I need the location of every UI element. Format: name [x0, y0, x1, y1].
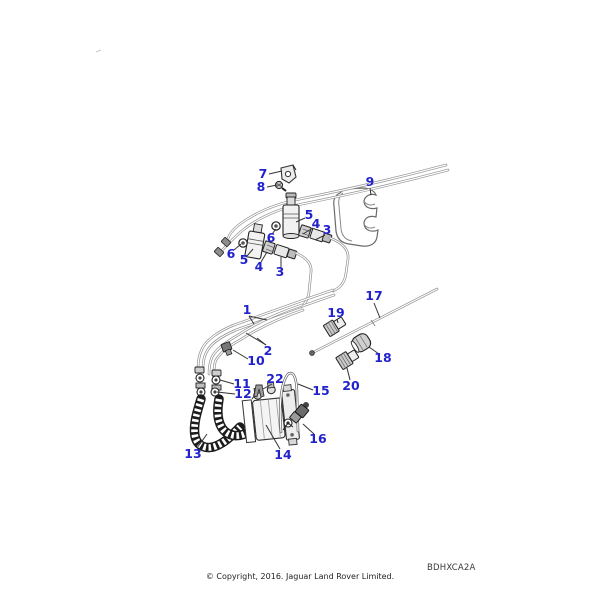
- part-loop-pipe: [278, 371, 300, 434]
- callout-sensor-fitting[interactable]: 16: [309, 430, 327, 446]
- callout-union-upper[interactable]: 3: [322, 221, 332, 237]
- leader-line-valve-upper: [295, 217, 306, 223]
- leader-line-washer-upper: [271, 228, 277, 235]
- leader-line-washer-lower: [233, 243, 242, 251]
- leader-line-nut-upper: [302, 227, 314, 235]
- callout-nut-lower[interactable]: 4: [254, 258, 264, 274]
- part-cap-nut: [350, 333, 372, 353]
- part-bracket: [280, 164, 297, 184]
- part-retainer-clip: [251, 384, 265, 400]
- part-plug-20: [335, 349, 360, 370]
- callout-valve-lower[interactable]: 5: [239, 251, 249, 267]
- leader-line-bracket: [268, 170, 283, 175]
- leader-line-mount-bracket: [265, 424, 281, 450]
- callout-shield-cover[interactable]: 9: [365, 173, 375, 189]
- drawing-code: BDHXCA2A: [427, 563, 476, 573]
- part-pipe-bundle: [196, 288, 336, 379]
- callout-bolt[interactable]: 8: [256, 178, 266, 194]
- leader-line-loop-pipe: [297, 383, 314, 391]
- part-plug-19: [323, 316, 347, 337]
- pipe-end-tip: [221, 237, 231, 247]
- leader-line-hoses: [196, 433, 208, 449]
- part-union-row-lower: [262, 240, 298, 260]
- scan-artifact: [95, 49, 102, 53]
- leader-line-bolt: [266, 184, 278, 188]
- callout-hoses[interactable]: 13: [184, 445, 202, 461]
- leader-line-washer-11: [219, 379, 235, 385]
- callout-bracket[interactable]: 7: [258, 165, 268, 181]
- leader-line-pipe-upper-pair: [248, 315, 268, 321]
- leader-lines: [196, 170, 381, 450]
- callout-pipe-lower-pair[interactable]: 2: [263, 342, 273, 358]
- leader-line-retainer-clip: [262, 383, 273, 390]
- part-connector-stack-left: [194, 366, 206, 397]
- callout-loop-pipe[interactable]: 15: [312, 382, 330, 398]
- callout-union-lower[interactable]: 3: [275, 263, 285, 279]
- callout-mount-bracket[interactable]: 14: [274, 446, 292, 462]
- part-pipe-curves: [294, 236, 350, 309]
- leader-line-union-upper: [314, 234, 326, 241]
- callout-plug-19[interactable]: 19: [327, 304, 345, 320]
- pipe-end-tip: [214, 247, 224, 257]
- part-washer-upper: [271, 221, 281, 231]
- part-sensor-fitting: [282, 402, 310, 431]
- callout-valve-upper[interactable]: 5: [304, 206, 314, 222]
- part-pipe-clip: [220, 341, 233, 357]
- leader-line-pipe-lower-pair: [256, 337, 267, 346]
- leader-line-pipe-upper-pair: [248, 315, 255, 325]
- callout-washer-lower[interactable]: 6: [226, 245, 236, 261]
- callout-washer-11[interactable]: 11: [233, 375, 251, 391]
- part-rod-pipe: [309, 287, 439, 356]
- callout-plug-20[interactable]: 20: [342, 377, 360, 393]
- callout-pipe-upper-pair[interactable]: 1: [242, 301, 252, 317]
- copyright-text: © Copyright, 2016. Jaguar Land Rover Lim…: [205, 572, 395, 581]
- part-washer-lower: [238, 238, 248, 248]
- leader-line-cap-nut: [368, 346, 380, 355]
- leader-line-rod-pipe: [373, 302, 381, 319]
- callout-washer-upper[interactable]: 6: [266, 229, 276, 245]
- leader-line-plug-20: [346, 367, 351, 381]
- callout-washer-12[interactable]: 12: [234, 385, 252, 401]
- leader-line-shield-cover: [369, 187, 372, 196]
- leader-line-nut-lower: [260, 251, 268, 263]
- callout-nut-upper[interactable]: 4: [311, 215, 321, 231]
- callout-pipe-clip[interactable]: 10: [247, 352, 265, 368]
- leader-line-pipe-clip: [232, 349, 249, 360]
- part-bolt: [274, 180, 287, 192]
- callout-rod-pipe[interactable]: 17: [365, 287, 383, 303]
- leader-line-valve-lower: [246, 248, 254, 257]
- part-valve-upper: [282, 192, 300, 239]
- leader-line-sensor-fitting: [302, 423, 315, 435]
- callout-retainer-clip[interactable]: 22: [266, 370, 284, 386]
- callout-cap-nut[interactable]: 18: [374, 349, 392, 365]
- part-connector-stack-right: [210, 369, 222, 397]
- leader-line-washer-12: [216, 391, 236, 395]
- leader-line-plug-19: [336, 318, 339, 324]
